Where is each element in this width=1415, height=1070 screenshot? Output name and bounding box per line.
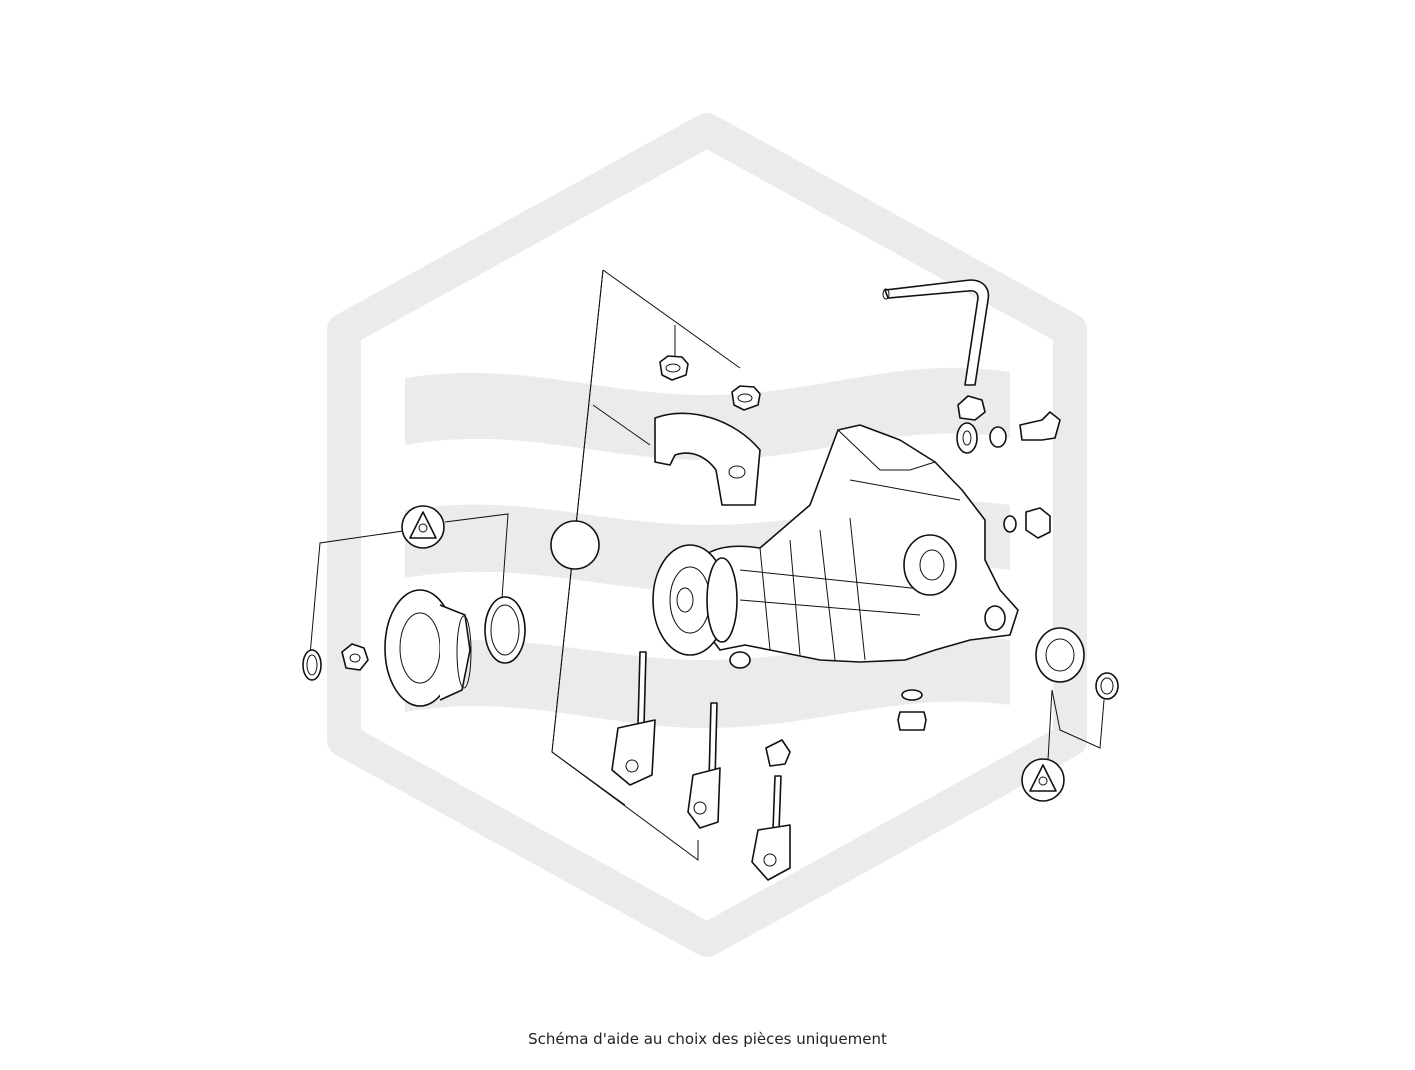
flange-nut-left [659,355,689,381]
flange-nut [341,643,369,671]
assembly-marker-left [401,505,445,549]
drain-plug [897,689,927,731]
mount-bracket [654,412,761,506]
breather-pipe [882,279,990,386]
diagram-caption: Schéma d'aide au choix des pièces unique… [528,1030,887,1048]
reference-circle [550,520,600,570]
mount-stud-2 [687,702,721,829]
circlip [302,649,322,681]
assembly-marker-right [1021,758,1065,802]
shaft-seal [484,596,526,664]
flange-nut-right [731,385,761,411]
differential-housing [652,424,1019,669]
leader-lines [309,269,1105,861]
output-seal-right [1035,627,1085,683]
fill-plug [1003,507,1051,539]
circlip-right [1095,672,1119,700]
mount-stud-3 [751,739,791,881]
drive-flange [384,589,472,707]
banjo-bolt [956,395,1061,454]
mount-stud-1 [611,651,656,786]
